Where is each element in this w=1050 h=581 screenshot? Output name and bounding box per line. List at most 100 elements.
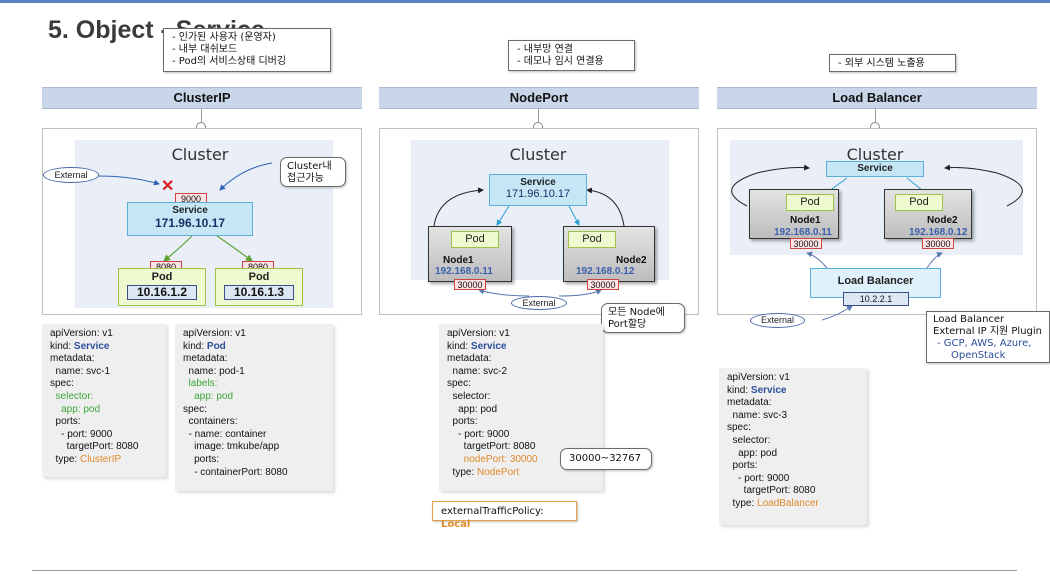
yaml-line: type: LoadBalancer: [727, 497, 819, 509]
yaml-line: kind: Service: [727, 384, 787, 396]
connector-line: [201, 109, 202, 122]
nodeport-usecase-callout: - 내부망 연결 - 데모나 임시 연결용: [508, 40, 635, 71]
yaml-line: app: pod: [447, 403, 498, 415]
external-client: External: [43, 167, 99, 183]
yaml-line: apiVersion: v1: [183, 328, 246, 339]
yaml-line: type: NodePort: [447, 466, 520, 478]
nodeport-range-note: 30000~32767: [560, 448, 652, 470]
yaml-line: apiVersion: v1: [447, 328, 510, 339]
yaml-line: nodePort: 30000: [447, 453, 538, 465]
callout-line: - 데모나 임시 연결용: [517, 56, 604, 67]
yaml-line: kind: Service: [447, 340, 507, 352]
connector-line: [538, 109, 539, 122]
callout-line: - Pod의 서비스상태 디버깅: [172, 56, 287, 67]
yaml-line: apiVersion: v1: [50, 328, 113, 339]
service-label: Service: [520, 177, 556, 188]
pod-box: Pod: [895, 194, 943, 211]
lb-plugin-note: Load Balancer External IP 지원 Plugin - GC…: [926, 311, 1050, 363]
note-line: 접근가능: [287, 173, 324, 184]
node-ip: 192.168.0.12: [576, 266, 635, 277]
note-line: - GCP, AWS, Azure,: [937, 338, 1032, 349]
yaml-line: selector:: [727, 434, 771, 446]
service-ip: 171.96.10.17: [154, 216, 226, 230]
yaml-line: labels:: [183, 378, 218, 390]
note-line: OpenStack: [951, 350, 1006, 361]
node-name: Node2: [616, 255, 647, 266]
cluster-label: Cluster: [846, 145, 904, 164]
note-line: 모든 Node에: [608, 307, 665, 318]
yaml-line: apiVersion: v1: [727, 372, 790, 383]
node-port-label: 30000: [454, 279, 486, 290]
worker-node: Pod Node2 192.168.0.12: [563, 226, 655, 282]
service-label: Service: [857, 163, 893, 174]
node-ip: 192.168.0.11: [774, 227, 832, 238]
worker-node: Pod Node1 192.168.0.11: [428, 226, 512, 282]
connector-line: [875, 109, 876, 122]
worker-node: Pod Node2 192.168.0.12: [884, 189, 972, 239]
load-balancer-label: Load Balancer: [837, 275, 914, 287]
yaml-line: image: tmkube/app: [183, 441, 280, 453]
worker-node: Pod Node1 192.168.0.11: [749, 189, 839, 239]
node-port-label: 30000: [587, 279, 619, 290]
pod-label: Pod: [151, 271, 173, 283]
yaml-line: ports:: [447, 416, 478, 428]
nodeport-arrows: [433, 187, 625, 297]
yaml-line: spec:: [50, 378, 74, 390]
yaml-line: kind: Pod: [183, 340, 226, 352]
node-name: Node1: [443, 255, 474, 266]
cluster-access-note: Cluster내 접근가능: [280, 157, 346, 187]
yaml-line: targetPort: 8080: [50, 441, 139, 453]
svg-text:✕: ✕: [161, 178, 174, 195]
yaml-line: metadata:: [727, 397, 772, 409]
service-node: Service 171.96.10.17: [489, 174, 587, 206]
note-line: Load Balancer: [933, 314, 1005, 325]
yaml-line: app: pod: [183, 390, 234, 402]
pod-box: Pod: [786, 194, 834, 211]
top-accent-bar: [0, 0, 1050, 3]
yaml-line: - containerPort: 8080: [183, 466, 288, 478]
service-label: Service: [172, 205, 208, 216]
yaml-line: selector:: [447, 390, 491, 402]
section-header-nodeport: NodePort: [379, 87, 699, 109]
yaml-line: spec:: [447, 378, 471, 390]
callout-line: - 내부 대쉬보드: [172, 44, 238, 55]
cluster-label: Cluster: [171, 145, 229, 164]
load-balancer-ip: 10.2.2.1: [843, 292, 909, 306]
yaml-line: targetPort: 8080: [727, 485, 816, 497]
yaml-line: metadata:: [183, 353, 228, 365]
callout-line: - 외부 시스템 노출용: [838, 58, 925, 69]
service-node: Service 171.96.10.17: [127, 202, 253, 236]
yaml-line: name: svc-1: [50, 365, 111, 377]
pod-ip: 10.16.1.2: [127, 285, 197, 300]
node-name: Node2: [927, 215, 958, 226]
yaml-line: - port: 9000: [50, 428, 113, 440]
external-client: External: [750, 313, 805, 328]
clusterip-usecase-callout: - 인가된 사용자 (운영자) - 내부 대쉬보드 - Pod의 서비스상태 디…: [163, 28, 331, 72]
yaml-line: selector:: [50, 390, 94, 402]
external-traffic-policy-box: externalTrafficPolicy: Local: [432, 501, 577, 530]
yaml-line: name: svc-3: [727, 409, 788, 421]
yaml-line: name: svc-2: [447, 365, 508, 377]
yaml-line: ports:: [727, 460, 758, 472]
yaml-line: app: pod: [727, 447, 778, 459]
pod-box: Pod: [451, 231, 499, 248]
yaml-line: metadata:: [50, 353, 95, 365]
yaml-line: metadata:: [447, 353, 492, 365]
callout-line: - 내부망 연결: [517, 44, 573, 55]
section-header-loadbalancer: Load Balancer: [717, 87, 1037, 109]
yaml-line: app: pod: [50, 403, 101, 415]
cluster-label: Cluster: [509, 145, 567, 164]
note-line: Port할당: [608, 319, 647, 330]
pod-box: Pod: [568, 231, 616, 248]
node-port-label: 30000: [922, 238, 954, 249]
pod-node: Pod 10.16.1.3: [215, 268, 303, 306]
nodeport-allocation-note: 모든 Node에 Port할당: [601, 303, 685, 333]
footer-divider: [32, 570, 1017, 571]
clusterip-arrows: ✕: [97, 162, 273, 262]
yaml-line: containers:: [183, 416, 238, 428]
yaml-line: name: pod-1: [183, 365, 245, 377]
